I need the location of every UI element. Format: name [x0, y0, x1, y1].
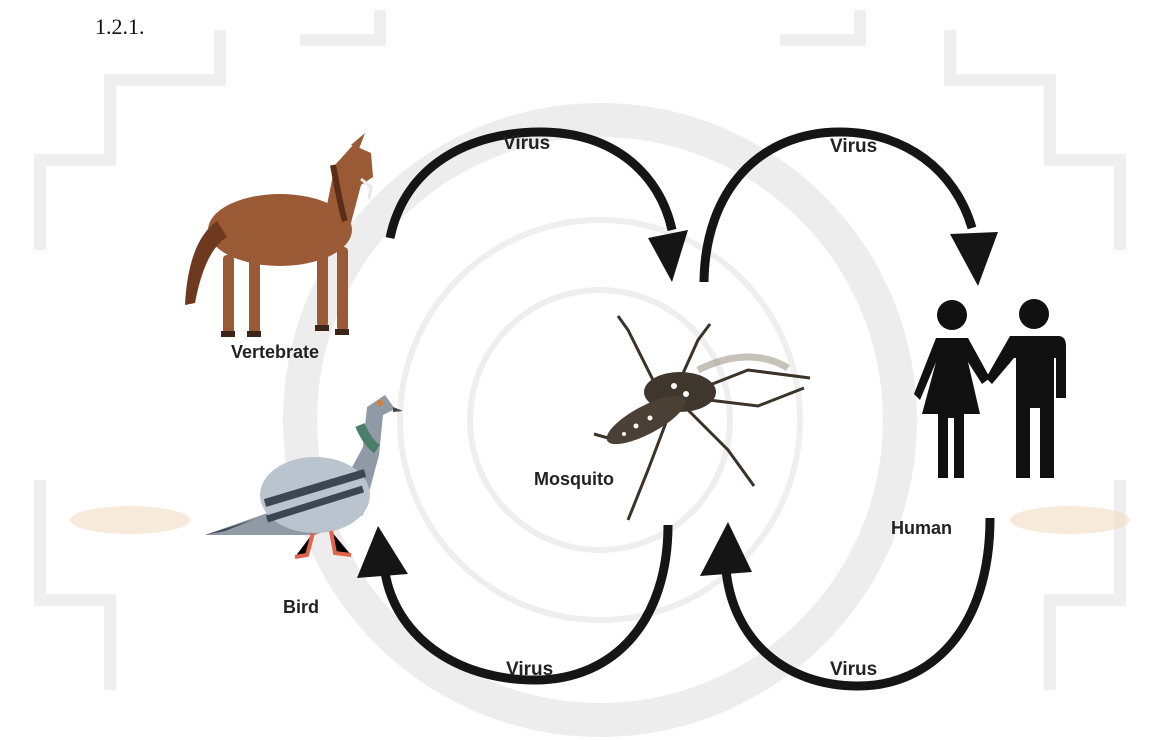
mosquito-icon	[588, 310, 818, 530]
label-virus-vertebrate-to-mosquito: Virus	[503, 133, 550, 155]
label-virus-mosquito-to-bird: Virus	[506, 659, 553, 681]
label-vertebrate: Vertebrate	[231, 342, 319, 363]
arrowhead-mosquito-to-human	[950, 232, 998, 286]
label-virus-human-to-mosquito: Virus	[830, 659, 877, 681]
pigeon-icon	[195, 385, 405, 565]
label-virus-mosquito-to-human: Virus	[830, 136, 877, 158]
label-human: Human	[891, 518, 952, 539]
arrowhead-vertebrate-to-mosquito	[648, 230, 688, 282]
arrowhead-human-to-mosquito	[700, 522, 752, 576]
arrow-mosquito-to-bird	[385, 525, 668, 680]
horse-icon	[175, 125, 405, 355]
label-bird: Bird	[283, 597, 319, 618]
label-mosquito: Mosquito	[534, 469, 614, 490]
human-couple-icon	[908, 298, 1068, 483]
